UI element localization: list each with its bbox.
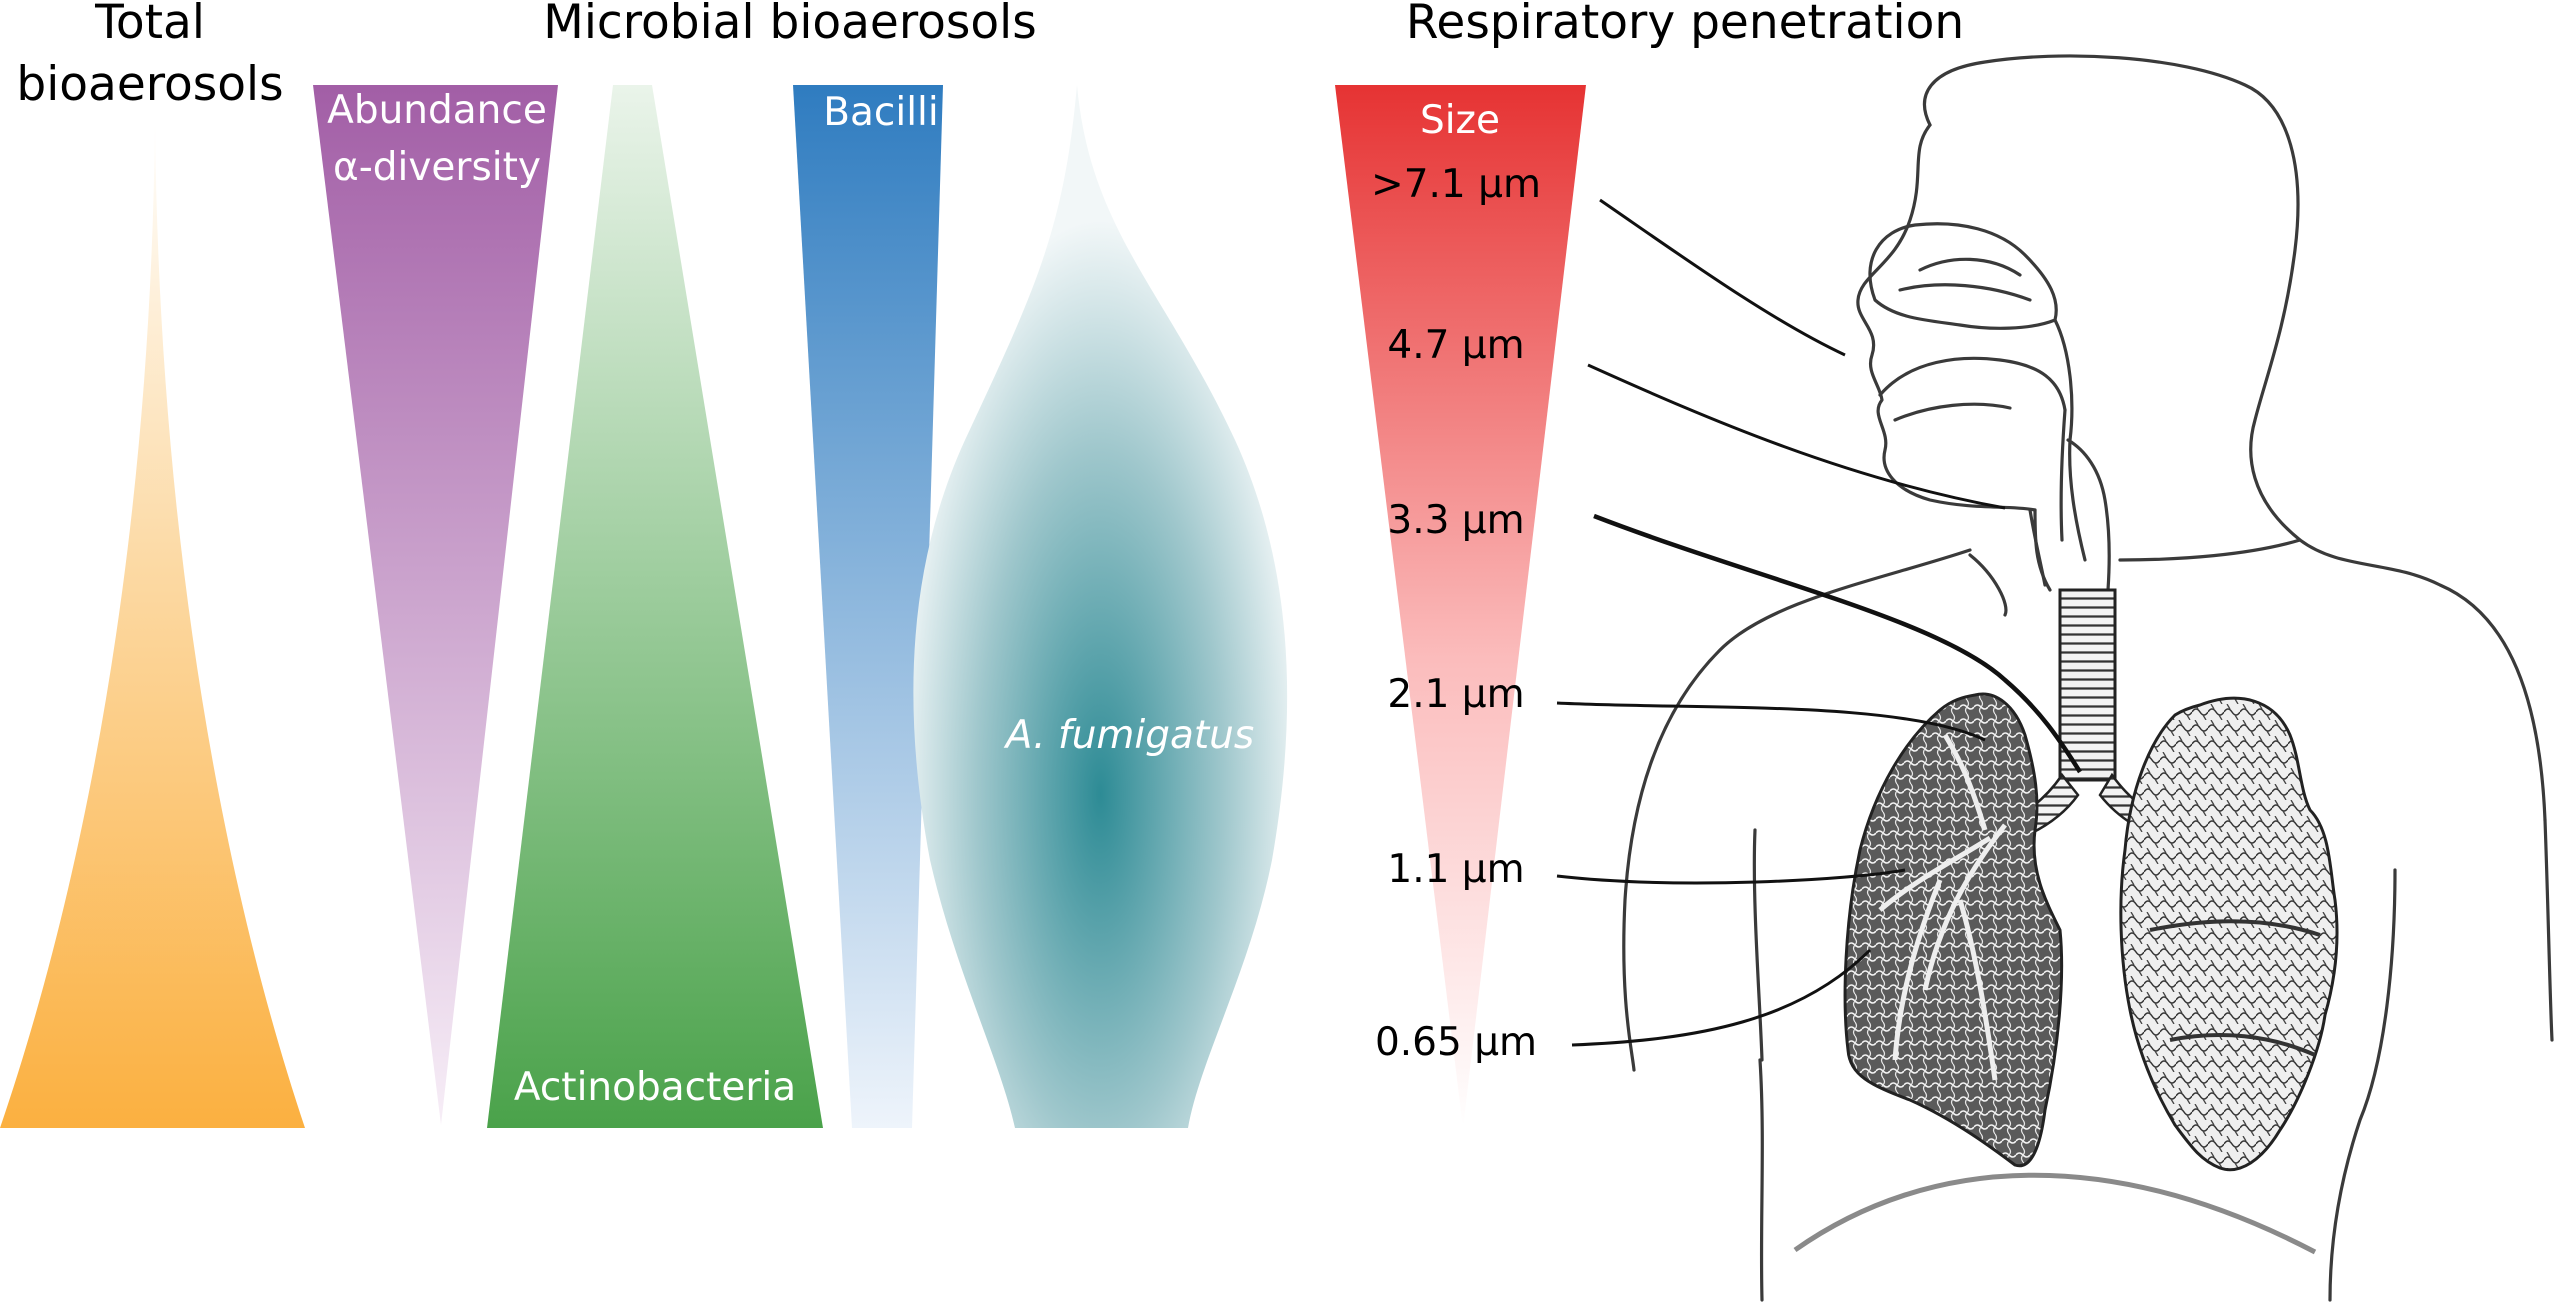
fumigatus-shape — [913, 85, 1288, 1128]
right-arm — [2543, 818, 2554, 1042]
right-lung — [2119, 696, 2339, 1172]
size-label-0-65: 0.65 µm — [1375, 1020, 1537, 1065]
total-wedge — [0, 115, 305, 1128]
pointer-4-7 — [1587, 363, 2006, 510]
larynx — [2028, 438, 2111, 592]
fumigatus-label: A. fumigatus — [1003, 713, 1254, 758]
header-total: Total bioaerosols — [16, 0, 283, 112]
head-outline — [1923, 54, 2547, 822]
header-microbial: Microbial bioaerosols — [543, 0, 1036, 50]
left-lung — [1843, 692, 2064, 1168]
header-respiratory: Respiratory penetration — [1406, 0, 1964, 50]
pointer-7-1 — [1599, 198, 1846, 357]
header-total-line1: Total — [94, 0, 205, 50]
header-total-line2: bioaerosols — [16, 57, 283, 112]
left-shoulder — [1622, 548, 1972, 1072]
size-label-1-1: 1.1 µm — [1387, 847, 1524, 892]
size-label-2-1: 2.1 µm — [1387, 672, 1524, 717]
pointer-2-1 — [1556, 701, 1986, 742]
pointer-1-1 — [1556, 868, 1906, 885]
oral-cavity — [1878, 356, 2067, 422]
bacilli-label: Bacilli — [823, 90, 938, 135]
right-side — [2328, 868, 2397, 1302]
right-lung-fissures — [2149, 919, 2321, 1057]
pointer-3-3 — [1593, 513, 2082, 774]
size-pointer-lines — [1556, 198, 2082, 1047]
bacilli-wedge — [793, 85, 943, 1128]
pointer-0-65 — [1571, 948, 1872, 1047]
trachea — [2058, 588, 2117, 782]
nasal-cavity — [1868, 222, 2058, 330]
nasal-turbinate — [1898, 257, 2032, 302]
actinobacteria-wedge — [487, 85, 823, 1128]
abundance-wedge — [313, 85, 558, 1125]
left-bronchial-tree — [1878, 733, 2007, 1081]
alpha-diversity-label: α-diversity — [333, 145, 541, 190]
face-outline — [1856, 123, 2037, 512]
size-label-3-3: 3.3 µm — [1387, 498, 1524, 543]
size-label-4-7: 4.7 µm — [1387, 323, 1524, 368]
left-side — [1758, 1058, 1764, 1302]
size-wedge — [1335, 85, 1586, 1128]
abundance-label: Abundance — [327, 88, 547, 133]
collar — [1968, 538, 2302, 617]
size-label-7-1: >7.1 µm — [1371, 162, 1541, 207]
actinobacteria-label: Actinobacteria — [514, 1065, 796, 1110]
size-title: Size — [1420, 98, 1500, 143]
left-arm-inner — [1752, 828, 1764, 1062]
human-torso-illustration — [1622, 54, 2554, 1302]
diaphragm-line — [1793, 1172, 2317, 1255]
